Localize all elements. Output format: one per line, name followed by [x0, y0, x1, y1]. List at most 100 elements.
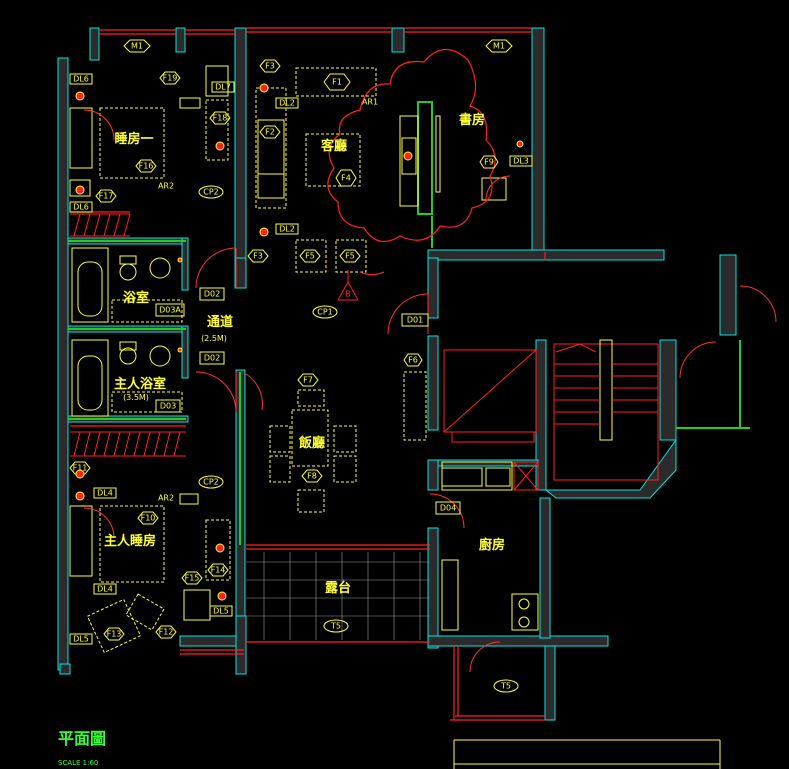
tag-hex-f10 — [137, 511, 159, 525]
tag-hex-f5-left — [299, 249, 321, 263]
tag-f17: F17 — [99, 192, 114, 201]
room-label-corridor: 通道 — [207, 314, 233, 330]
tag-hex-f9 — [479, 155, 499, 169]
tag-box-d04 — [435, 501, 461, 515]
tag-f18: F18 — [213, 114, 228, 123]
tag-hex-f14 — [207, 563, 229, 577]
tag-hex-f2 — [259, 125, 281, 139]
tag-f3-bottom: F3 — [253, 252, 263, 261]
tag-hex-f19 — [159, 71, 181, 85]
room-label-dining: 飯廳 — [298, 435, 325, 451]
tag-d03a: D03A — [159, 306, 181, 315]
section-marker-triangle — [337, 280, 359, 301]
tag-cp1: CP1 — [317, 308, 333, 317]
tag-cp2-top: CP2 — [203, 188, 219, 197]
room-label-balcony: 露台 — [325, 580, 351, 596]
tag-box-d02-a — [199, 287, 225, 301]
tag-f19: F19 — [163, 74, 178, 83]
tag-f14: F14 — [211, 566, 226, 575]
tag-hex-f8 — [301, 469, 323, 483]
tag-ellipse-cp2-bottom — [198, 475, 224, 489]
tag-box-dl5-b — [69, 633, 93, 645]
tag-section-marker: B — [345, 290, 351, 299]
room-label-master-bed: 主人睡房 — [104, 533, 156, 549]
tag-d01: D01 — [407, 316, 423, 325]
tag-f11: F11 — [73, 464, 88, 473]
tag-box-dl2-top — [275, 97, 299, 109]
corridor-area-note: (2.5M) — [201, 334, 227, 343]
tag-dl4-bottom: DL4 — [97, 585, 113, 594]
windows — [70, 27, 546, 721]
tag-cp2-bottom: CP2 — [203, 478, 219, 487]
tag-hex-f1 — [323, 73, 351, 91]
tag-ar2-b: AR2 — [158, 494, 174, 503]
tag-dl6-bottom: DL6 — [73, 203, 89, 212]
tag-f9: F9 — [484, 158, 494, 167]
tag-hex-f7 — [297, 373, 319, 387]
tag-f6: F6 — [408, 356, 418, 365]
tag-hex-f3-bottom — [247, 249, 269, 263]
tag-hex-m1-right — [485, 39, 513, 53]
tag-hex-f3-top — [259, 59, 281, 73]
tag-ellipse-t5-bottom — [493, 679, 519, 693]
tag-hex-f11 — [69, 461, 91, 475]
doors — [83, 109, 777, 673]
tag-hex-f4 — [335, 169, 357, 187]
room-label-master-bath: 主人浴室 — [114, 376, 166, 392]
outlet-dots — [75, 83, 524, 601]
tag-dl7: DL7 — [215, 83, 231, 92]
tag-box-dl2-bottom — [275, 223, 299, 235]
tag-f13: F13 — [107, 630, 122, 639]
tag-f8: F8 — [307, 472, 317, 481]
tag-hex-f12 — [155, 625, 177, 639]
tag-dl2-top: DL2 — [279, 99, 295, 108]
tag-box-dl6-bottom — [69, 201, 93, 213]
tag-m1-right: M1 — [493, 42, 505, 51]
tag-box-d03a — [155, 303, 185, 317]
tag-dl5-b: DL5 — [73, 635, 89, 644]
room-label-living: 客廳 — [321, 138, 347, 154]
tag-f3-top: F3 — [265, 62, 275, 71]
tag-t5-bottom: T5 — [500, 682, 511, 691]
tag-hex-m1-left — [123, 39, 151, 53]
tag-f5-right: F5 — [345, 252, 355, 261]
tag-hex-f5-right — [339, 249, 361, 263]
tag-hex-f13 — [103, 627, 125, 641]
tag-ellipse-cp1 — [312, 305, 338, 319]
tag-f4: F4 — [341, 174, 351, 183]
tag-dl3: DL3 — [513, 157, 529, 166]
tag-dl5-a: DL5 — [213, 607, 229, 616]
tag-f2: F2 — [265, 128, 275, 137]
tag-hex-f6 — [403, 353, 423, 367]
tag-ar1: AR1 — [362, 98, 378, 107]
drawing-title: 平面圖 — [58, 729, 106, 748]
tag-f12: F12 — [159, 628, 174, 637]
tag-d03: D03 — [160, 402, 176, 411]
tag-hex-f16 — [135, 159, 157, 173]
balcony-tiles — [246, 552, 430, 640]
tag-box-d01 — [401, 313, 429, 327]
tag-box-dl3 — [509, 155, 533, 167]
room-label-study: 書房 — [459, 112, 485, 128]
title-block — [453, 739, 721, 769]
tag-dl4-top: DL4 — [97, 489, 113, 498]
tag-ellipse-t5-balcony — [323, 619, 349, 633]
tag-dl2-bottom: DL2 — [279, 225, 295, 234]
tag-f15: F15 — [185, 574, 200, 583]
tag-ar2-a: AR2 — [158, 182, 174, 191]
tag-m1-left: M1 — [131, 42, 143, 51]
tag-box-dl5-a — [209, 605, 233, 617]
tag-hex-f18 — [209, 111, 231, 125]
tag-hex-f15 — [181, 571, 203, 585]
master-bath-area-note: (3.5M) — [123, 393, 149, 402]
tag-box-d03 — [155, 399, 181, 413]
room-label-bedroom1: 睡房一 — [114, 131, 153, 147]
tag-box-dl7 — [211, 81, 235, 93]
tag-hex-f17 — [95, 189, 117, 203]
room-label-bathroom: 浴室 — [123, 290, 149, 306]
tag-t5-balcony: T5 — [330, 622, 341, 631]
furniture — [69, 65, 539, 654]
tag-d02-b: D02 — [204, 354, 220, 363]
tag-box-dl6-top — [69, 73, 93, 85]
